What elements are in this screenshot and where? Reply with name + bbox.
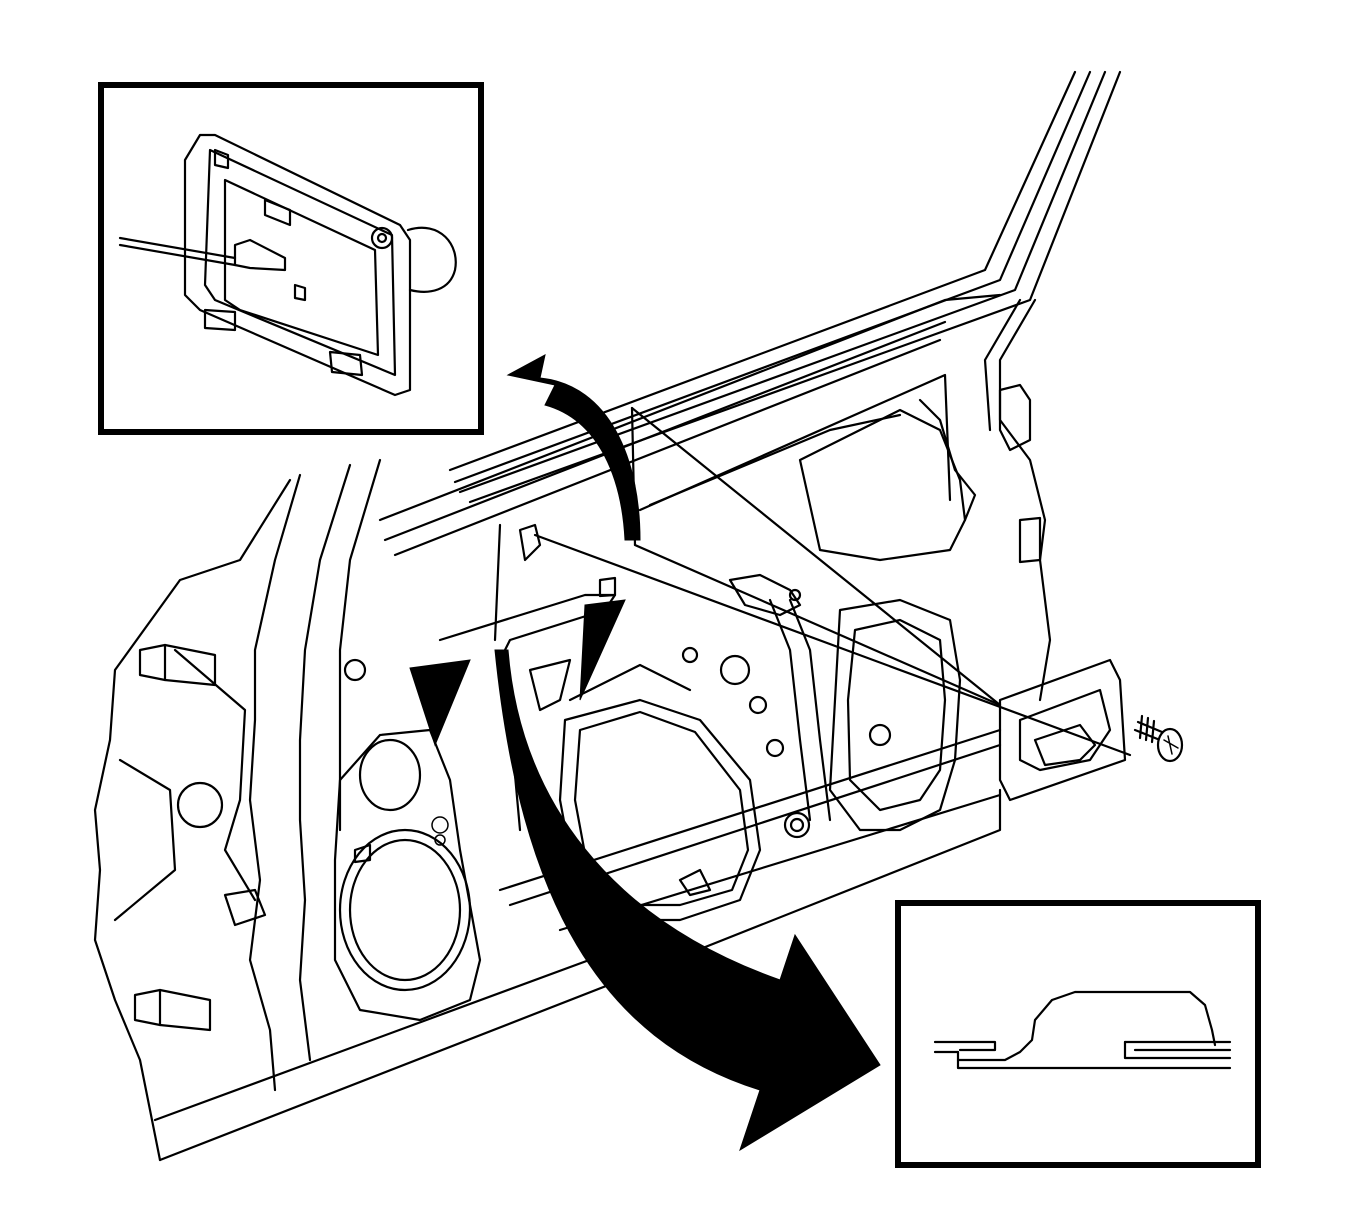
insertion-arrow-left: [409, 659, 471, 747]
retainer-section-detail: [895, 900, 1261, 1168]
lower-hinge: [133, 988, 212, 1032]
door-assembly: [93, 70, 1127, 1162]
insertion-arrow-right: [579, 599, 626, 701]
speaker-opening: [333, 658, 482, 1022]
handle-bezel-detail: [98, 82, 484, 435]
leader-lines: [533, 406, 1132, 757]
upper-hinge: [138, 643, 217, 687]
belt-line-moulding: [378, 293, 1002, 557]
inside-handle-bezel: [998, 658, 1127, 802]
check-link-hole: [176, 781, 267, 927]
curved-arrow-to-bezel-detail: [506, 354, 641, 541]
curved-arrow-to-section-detail: [494, 649, 881, 1152]
screw-icon: [1133, 714, 1184, 763]
hinge-pillar: [93, 458, 1002, 1162]
window-regulator: [681, 573, 962, 839]
window-glass-mechanism: [648, 398, 977, 562]
latch-openings: [998, 383, 1042, 564]
